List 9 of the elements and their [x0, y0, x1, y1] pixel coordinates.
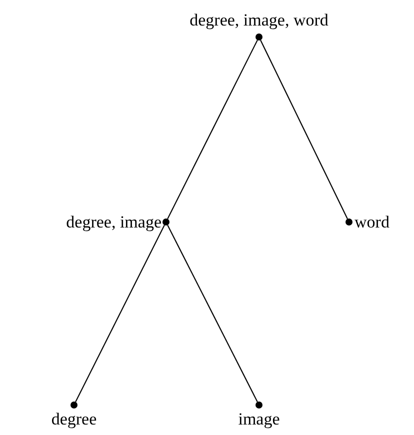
- node-label: degree, image, word: [190, 10, 328, 30]
- node-label: word: [354, 212, 390, 232]
- node-label: degree: [51, 410, 97, 430]
- connector-line: [167, 224, 258, 402]
- connector-line: [75, 224, 165, 402]
- node-label: degree, image: [66, 212, 162, 232]
- connector-line: [167, 40, 258, 220]
- node-label: image: [238, 410, 280, 430]
- connector-line: [260, 40, 348, 220]
